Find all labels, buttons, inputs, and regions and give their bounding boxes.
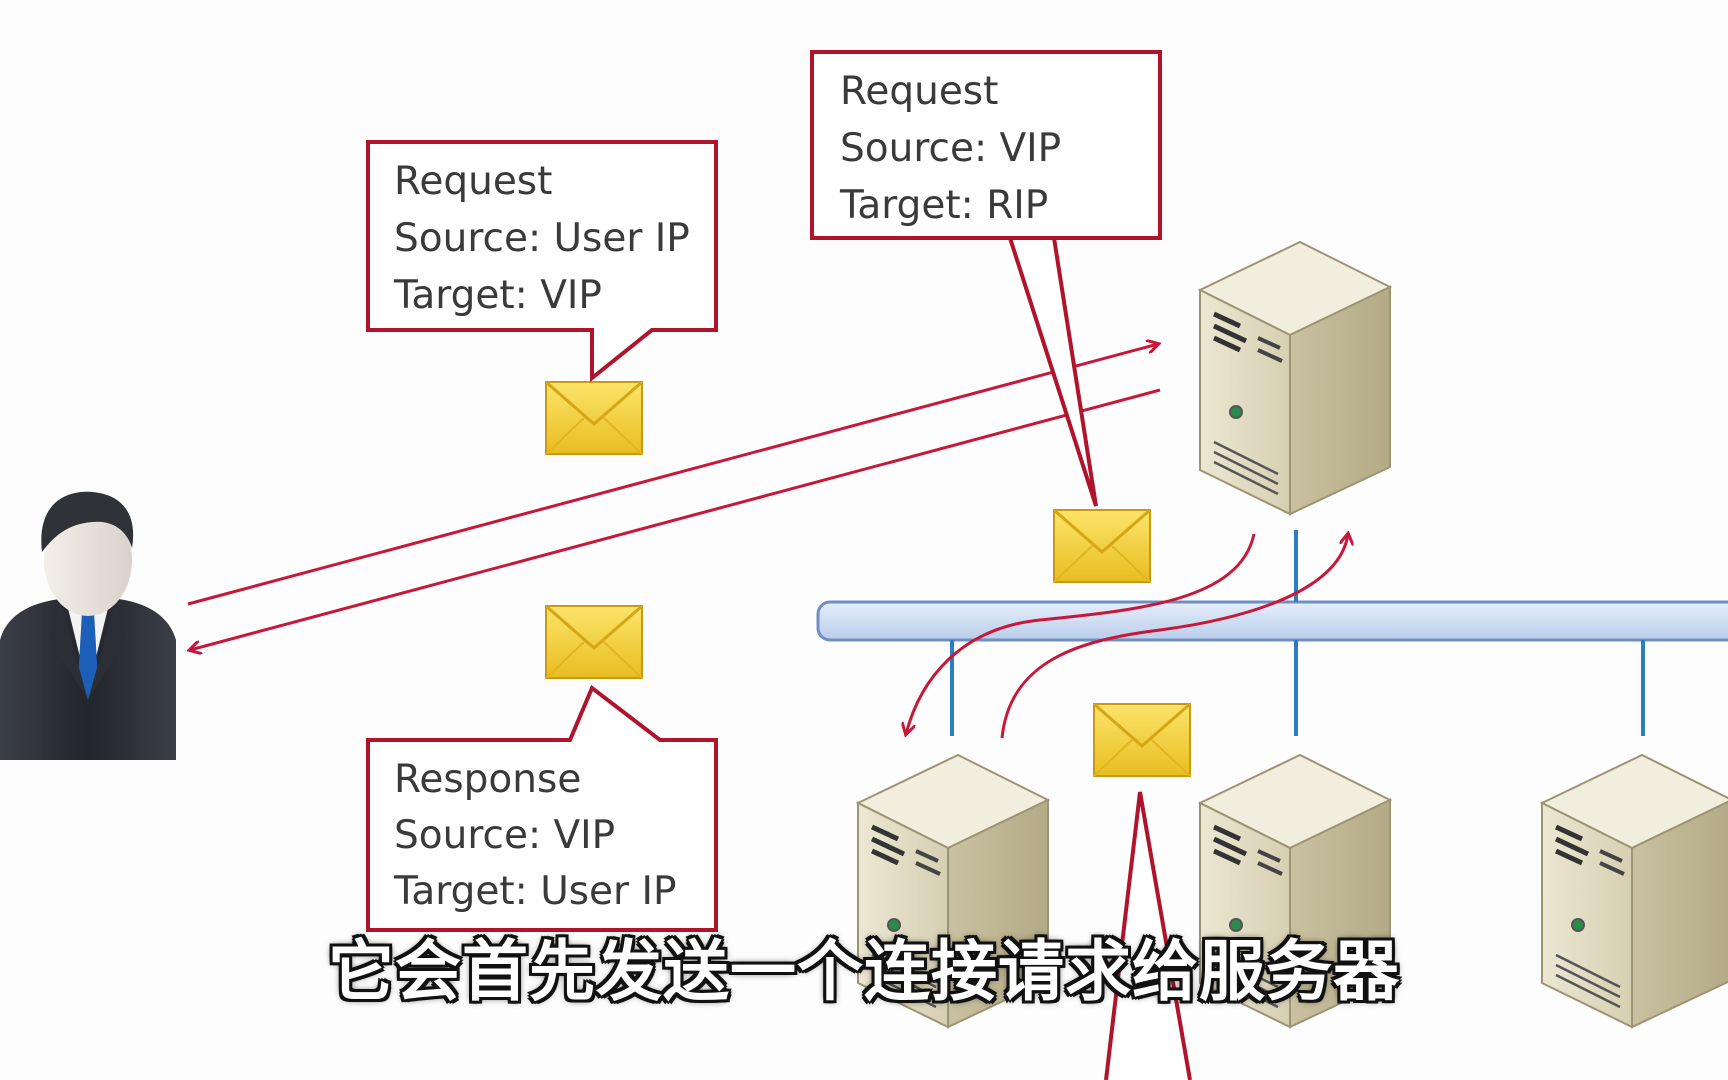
- callout-pointer-bottom: [1104, 791, 1192, 1080]
- callout-line: Source: User IP: [394, 216, 690, 261]
- callout-client-request: Request Source: User IP Target: VIP: [366, 140, 718, 383]
- envelope-icon: [1052, 508, 1152, 584]
- envelope-icon: [1092, 702, 1192, 778]
- callout-line: Target: VIP: [393, 273, 602, 318]
- callout-line: Request: [394, 159, 552, 204]
- callout-line: Target: RIP: [839, 183, 1048, 228]
- load-balancer-server-icon: [1200, 242, 1390, 514]
- callout-line: Response: [394, 757, 581, 802]
- callout-response: Response Source: VIP Target: User IP: [366, 684, 718, 932]
- callout-lb-request: Request Source: VIP Target: RIP: [810, 50, 1162, 507]
- envelope-icon: [544, 604, 644, 680]
- video-subtitle: 它会首先发送一个连接请求给服务器: [328, 933, 1400, 1010]
- callout-line: Target: User IP: [393, 869, 677, 914]
- request-arrows: [188, 344, 1348, 739]
- envelope-icon: [544, 380, 644, 456]
- callout-line: Source: VIP: [394, 813, 615, 858]
- user-icon: [0, 491, 176, 760]
- callout-line: Request: [840, 69, 998, 114]
- network-bus: [816, 600, 1728, 642]
- callout-line: Source: VIP: [840, 126, 1061, 171]
